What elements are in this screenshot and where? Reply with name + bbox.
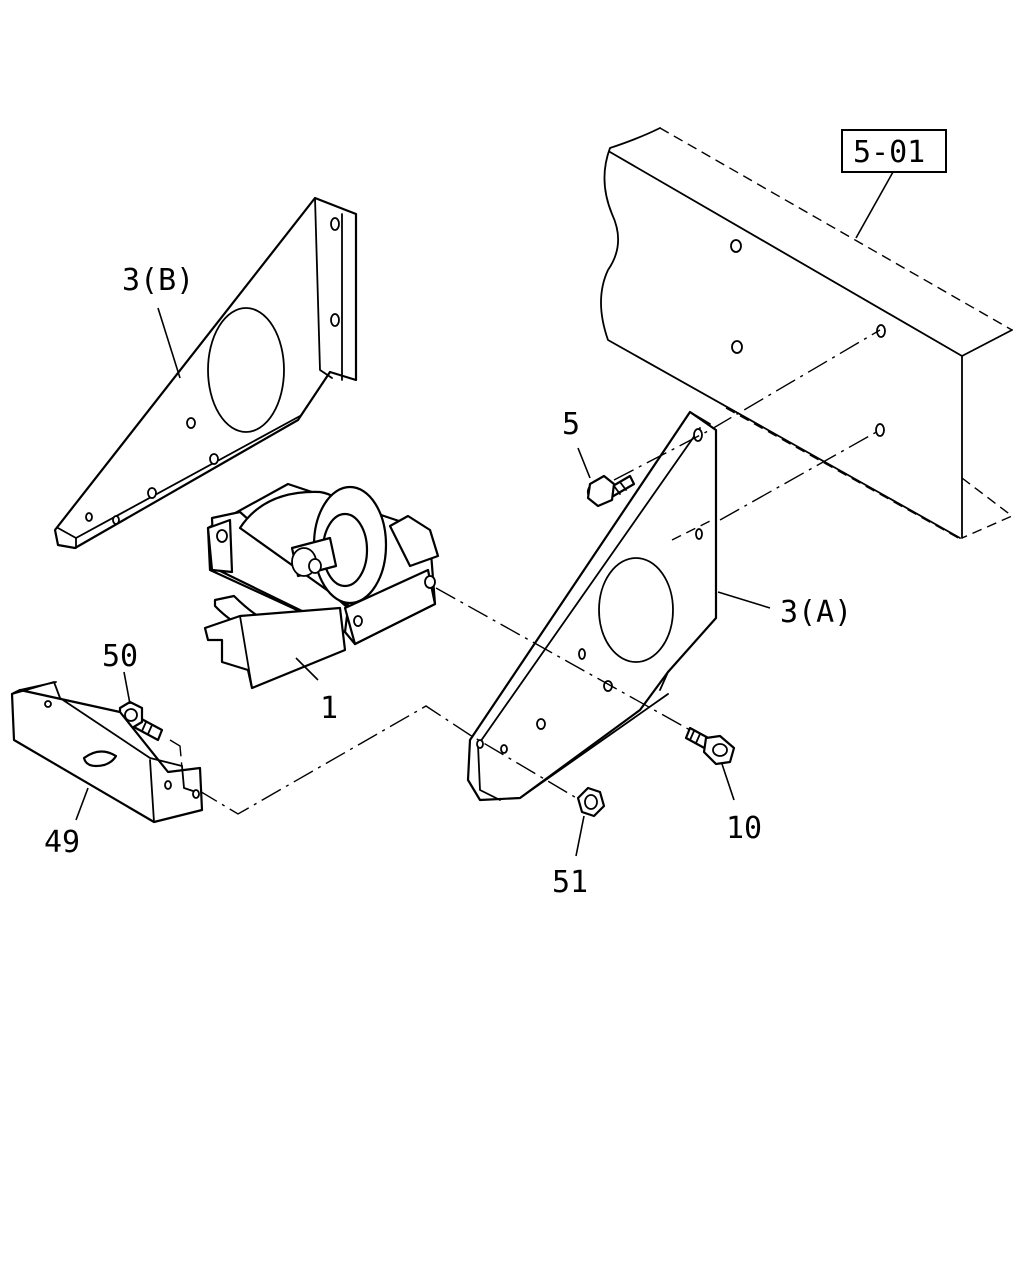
bracket-3b xyxy=(53,196,358,550)
callout-51[interactable]: 51 xyxy=(552,865,588,900)
nut-51[interactable] xyxy=(576,786,606,818)
centerline-mount xyxy=(435,587,691,731)
callout-1[interactable]: 1 xyxy=(320,691,338,726)
hidden-line-a xyxy=(671,519,713,541)
callout-49[interactable]: 49 xyxy=(44,825,80,860)
mount-assembly xyxy=(203,482,440,690)
callout-3b[interactable]: 3(B) xyxy=(122,263,194,298)
cover-49 xyxy=(10,681,204,824)
centerline-lower xyxy=(719,429,881,521)
reference-label: 5-01 xyxy=(853,135,925,170)
frame-rail xyxy=(600,127,1014,541)
callout-10[interactable]: 10 xyxy=(726,811,762,846)
centerline-bolt50 xyxy=(169,739,183,769)
callout-3a[interactable]: 3(A) xyxy=(780,595,852,630)
callout-50[interactable]: 50 xyxy=(102,639,138,674)
callout-5[interactable]: 5 xyxy=(562,407,580,442)
centerline-cover xyxy=(197,705,591,815)
bolt-10[interactable] xyxy=(684,726,736,766)
bolt-5[interactable] xyxy=(586,474,636,508)
reference-box[interactable]: 5-01 xyxy=(841,129,947,173)
bracket-3a xyxy=(466,410,718,802)
centerline-upper xyxy=(613,329,881,481)
